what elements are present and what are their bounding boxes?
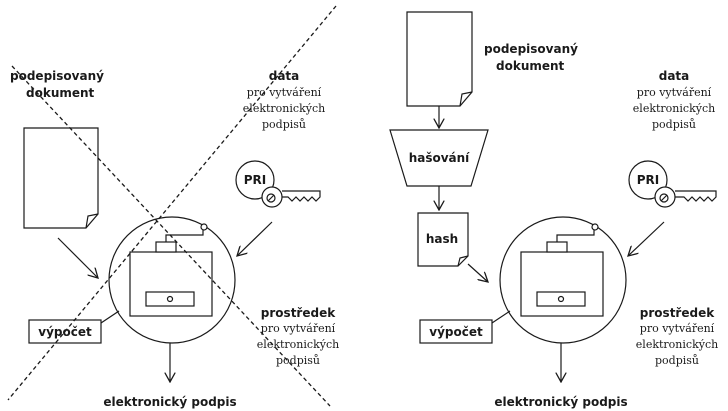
right-hash-icon [417, 212, 469, 267]
right-device-desc-line2: elektronických [636, 338, 718, 351]
right-compute-box [419, 319, 493, 344]
left-data-desc-line1: pro vytváření [247, 86, 322, 99]
right-device-desc-line3: podpisů [655, 354, 699, 367]
right-compute-label: výpočet [429, 325, 483, 339]
right-document-label-line2: dokument [496, 59, 565, 73]
left-document-icon [23, 127, 99, 229]
right-hashing-box [389, 129, 489, 187]
left-cross-line-1 [11, 65, 331, 407]
right-hashing-label: hašování [409, 151, 470, 165]
left-key-arrow [237, 221, 273, 256]
right-hash-label: hash [426, 232, 458, 246]
right-device-circle [499, 216, 627, 344]
left-data-title: data [269, 69, 300, 83]
left-diagram: podepisovaný dokument data pro vytváření… [7, 5, 339, 409]
left-document-arrow [57, 237, 98, 278]
right-data-title: data [659, 69, 690, 83]
left-document-label-line2: dokument [26, 86, 95, 100]
left-document-label-line1: podepisovaný [10, 69, 104, 83]
right-data-desc-line2: elektronických [633, 102, 715, 115]
right-key-label: PRI [637, 173, 660, 187]
right-hash-arrow [467, 263, 488, 282]
right-data-desc-line3: podpisů [652, 118, 696, 131]
left-data-desc-line2: elektronických [243, 102, 325, 115]
right-output-label: elektronický podpis [494, 395, 627, 409]
right-diagram: podepisovaný dokument hašování hash data… [389, 11, 718, 409]
left-private-key-icon [235, 160, 321, 208]
left-cross-line-2 [7, 5, 337, 401]
right-device-icon [520, 223, 604, 317]
left-device-circle [108, 216, 236, 344]
left-device-desc-line3: podpisů [276, 354, 320, 367]
left-device-desc-line1: pro vytváření [261, 322, 336, 335]
left-device-desc-line2: elektronických [257, 338, 339, 351]
right-document-icon [406, 11, 473, 107]
right-device-title: prostředek [640, 306, 715, 320]
right-private-key-icon [628, 160, 717, 208]
left-key-label: PRI [244, 173, 267, 187]
left-device-title: prostředek [261, 306, 336, 320]
left-data-desc-line3: podpisů [262, 118, 306, 131]
right-document-label-line1: podepisovaný [484, 42, 578, 56]
left-output-label: elektronický podpis [103, 395, 236, 409]
left-device-icon [129, 223, 213, 317]
right-data-desc-line1: pro vytváření [637, 86, 712, 99]
right-key-arrow [628, 221, 665, 256]
right-device-desc-line1: pro vytváření [640, 322, 715, 335]
